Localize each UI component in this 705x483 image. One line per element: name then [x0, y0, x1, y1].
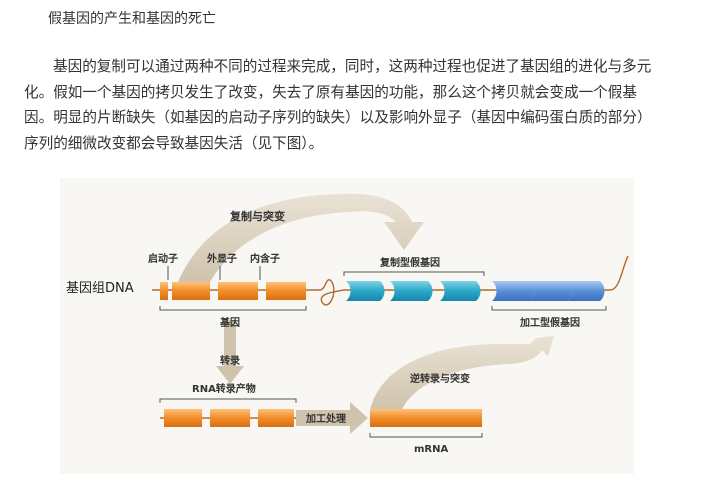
exon-block: [160, 282, 168, 300]
exon-block: [450, 409, 482, 427]
genomic-dna-line: [152, 255, 629, 306]
duplicated-pseudogene-block: [346, 281, 385, 301]
processed-pseudogene-bracket: [491, 306, 607, 311]
duplicated-pseudogene-label: 复制型假基因: [379, 256, 440, 269]
exon-block: [164, 409, 202, 427]
diagram-svg: 复制与突变 启动子 外显子 内含子 基因组DNA 复制型假基因 基因 加工型假基…: [66, 193, 629, 455]
processed-pseudogene-block: [568, 281, 605, 301]
gene-bracket: [159, 306, 307, 311]
transcription-arrow: [216, 320, 244, 384]
processing-arrow: [296, 402, 368, 434]
duplicated-pseudogene-bracket: [343, 271, 485, 276]
exon-block: [370, 409, 410, 427]
pseudogene-diagram: 复制与突变 启动子 外显子 内含子 基因组DNA 复制型假基因 基因 加工型假基…: [60, 178, 634, 474]
duplication-label: 复制与突变: [229, 209, 285, 223]
processed-pseudogene-block: [530, 281, 573, 301]
transcription-label: 转录: [220, 354, 240, 367]
rna-transcript-label: RNA转录产物: [192, 382, 256, 395]
reverse-transcription-arrow: [370, 336, 554, 410]
duplicated-pseudogene-block: [390, 281, 433, 301]
exon-label: 外显子: [206, 252, 237, 265]
gene-label: 基因: [219, 316, 240, 329]
mrna-bracket: [369, 433, 483, 438]
processing-label: 加工处理: [305, 412, 346, 425]
article-paragraph: 基因的复制可以通过两种不同的过程来完成，同时，这两种过程也促进了基因组的进化与多…: [24, 58, 652, 152]
exon-block: [258, 409, 294, 427]
duplicated-pseudogene-block: [440, 281, 481, 301]
processed-pseudogene-label: 加工型假基因: [519, 316, 580, 329]
duplication-arrow: [178, 193, 424, 282]
rna-transcript-bracket: [159, 398, 297, 403]
exon-block: [218, 282, 258, 300]
intron-label: 内含子: [250, 252, 280, 265]
genomic-dna-label: 基因组DNA: [66, 281, 134, 296]
exon-block: [210, 409, 250, 427]
processed-pseudogene-block: [492, 281, 535, 301]
exon-block: [266, 282, 306, 300]
promoter-label: 启动子: [148, 252, 178, 265]
exon-block: [410, 409, 450, 427]
article-title: 假基因的产生和基因的死亡: [48, 11, 216, 27]
reverse-transcription-label: 逆转录与突变: [410, 372, 470, 385]
mrna-label: mRNA: [414, 444, 448, 455]
exon-block: [172, 282, 210, 300]
